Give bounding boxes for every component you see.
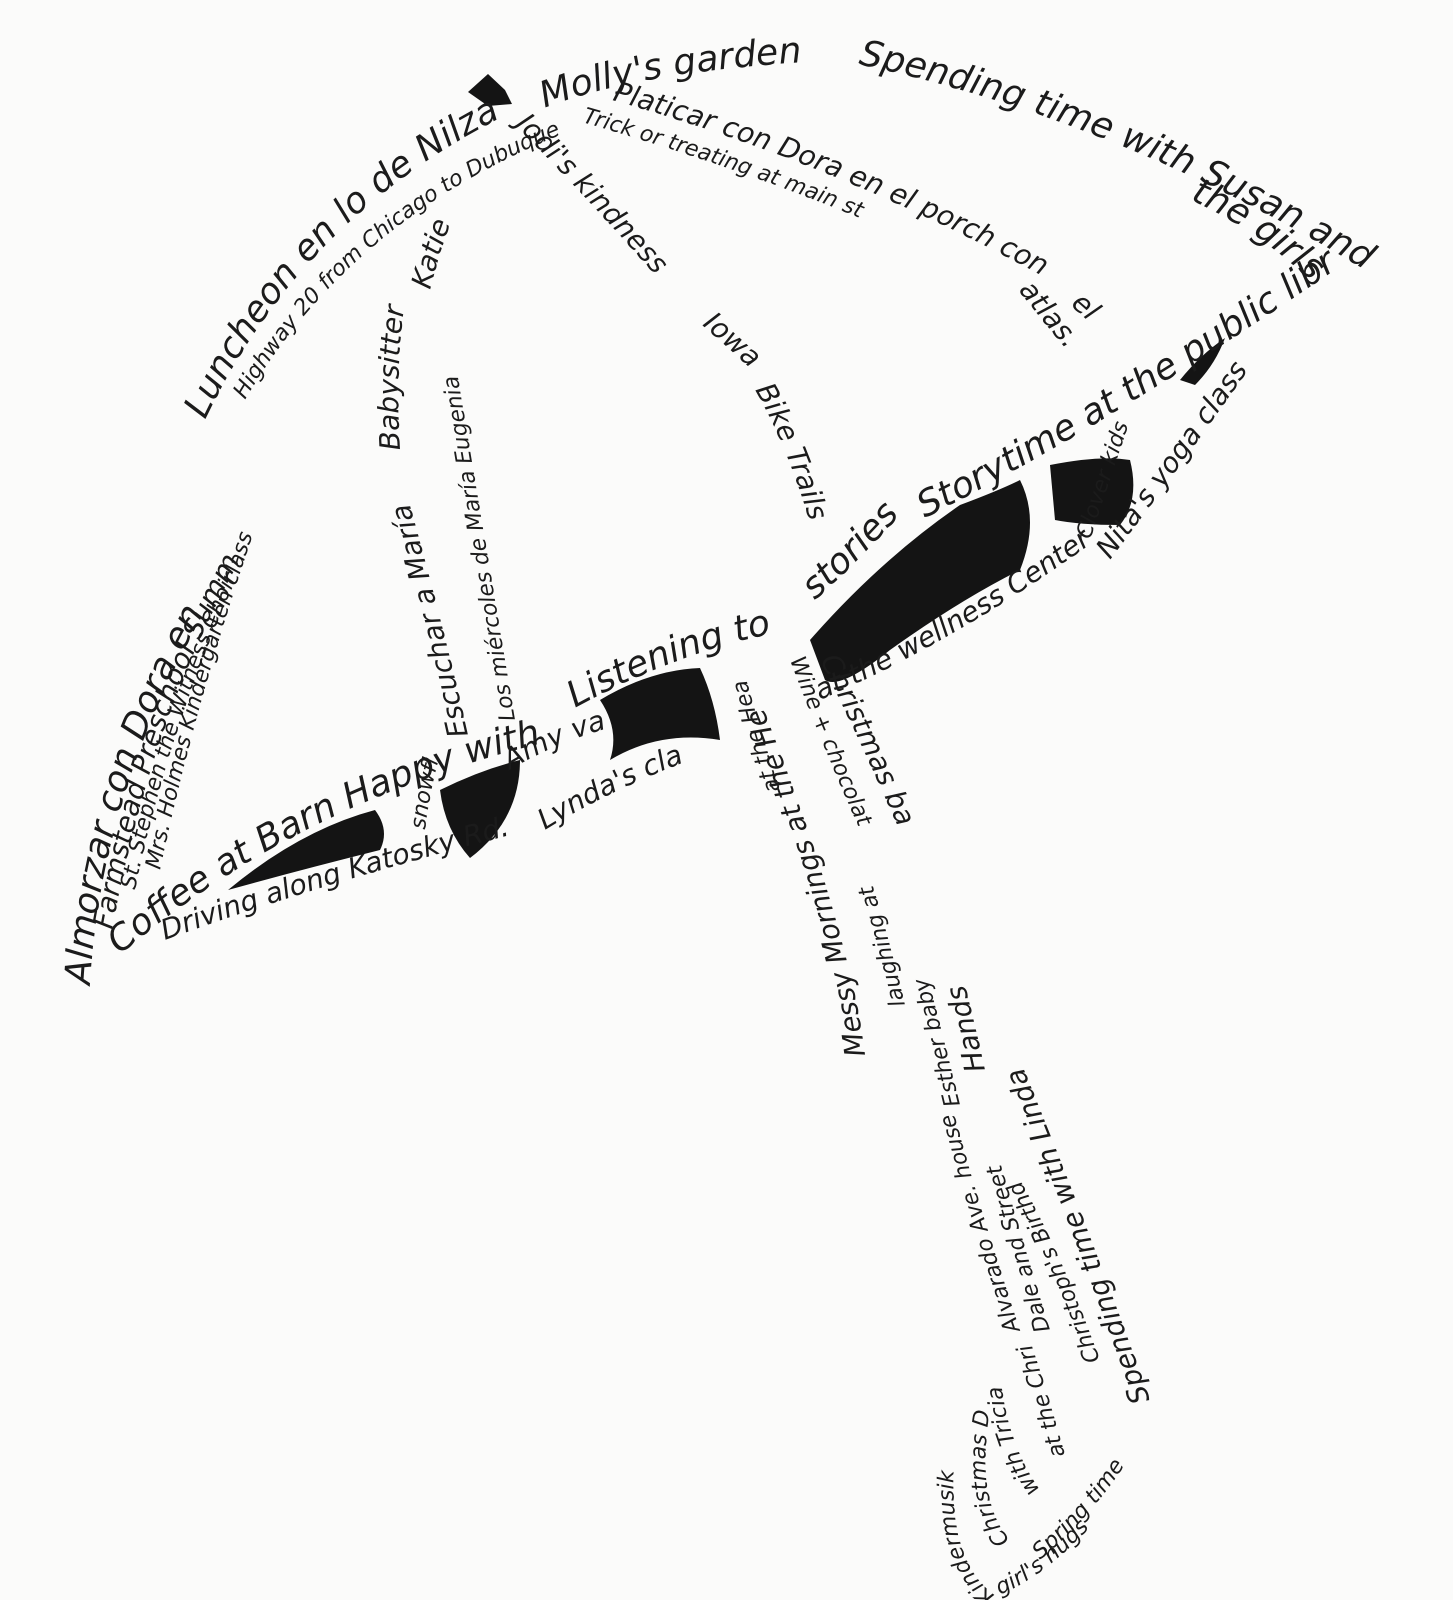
phrase-bike-trails: Bike Trails [749,377,835,523]
umbrella-tip [468,74,512,106]
phrase-katie: Katie [405,214,457,292]
phrase-farmstead: Farmstead Preschool Summer camp [0,0,246,931]
phrase-babysitter: Babysitter [372,302,411,452]
phrase-laughing-at: laughing at [854,882,911,1010]
phrase-iowa: Iowa [697,305,768,373]
ink-ruffle [228,338,1225,890]
phrase-escuchar: Escuchar a María [384,501,475,741]
phrase-spring-time: Spring time [1028,1454,1130,1564]
